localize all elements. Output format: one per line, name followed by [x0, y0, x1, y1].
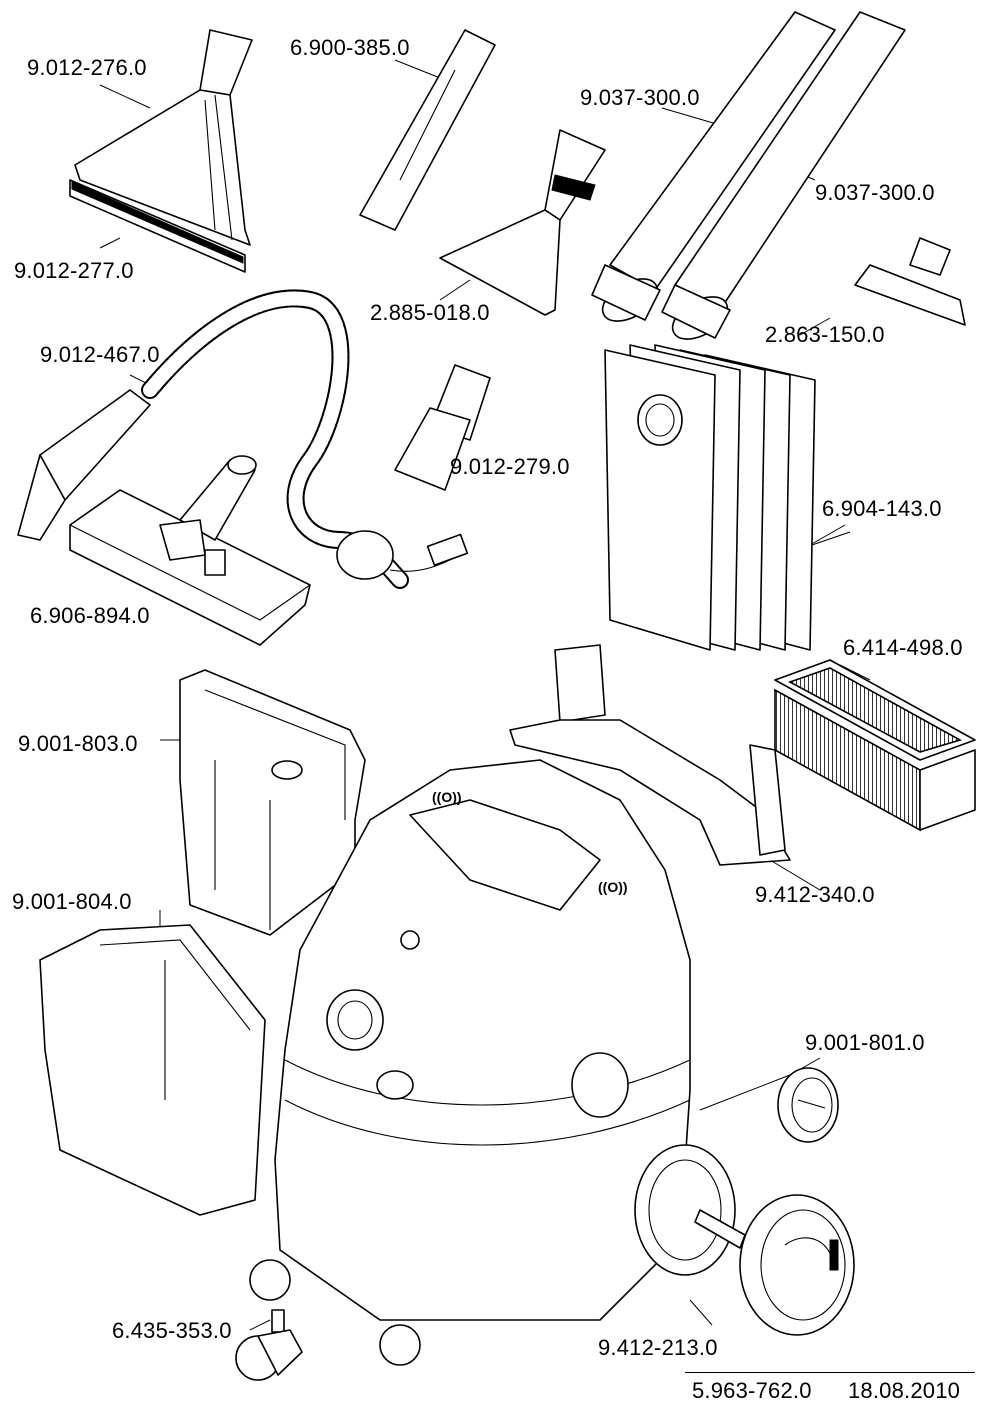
container-insert-bottom-drawing — [39, 924, 266, 1216]
suction-tubes-drawing — [591, 11, 906, 340]
flat-pleated-filter-drawing — [774, 659, 976, 832]
castor-wheel-drawing — [235, 1309, 303, 1381]
wheel-cap-drawing — [777, 1067, 839, 1143]
part-label: 6.906-894.0 — [30, 603, 150, 628]
floor-nozzle-drawing — [69, 455, 311, 646]
part-label: 6.900-385.0 — [290, 35, 410, 60]
part-label: 9.037-300.0 — [580, 85, 700, 110]
part-label: 6.904-143.0 — [822, 496, 942, 521]
upholstery-nozzle-2-drawing — [439, 129, 606, 316]
filter-bags-drawing — [604, 344, 851, 651]
part-label: 9.037-300.0 — [815, 180, 935, 205]
part-label: 9.001-804.0 — [12, 889, 132, 914]
rear-wheel-drawing — [739, 1194, 855, 1336]
footer-divider — [685, 1372, 975, 1373]
wet-nozzle-drawing — [854, 237, 966, 326]
vacuum-body-drawing: ((O)) ((O)) — [249, 759, 746, 1366]
part-label: 2.885-018.0 — [370, 300, 490, 325]
leader-lines — [99, 59, 871, 1331]
part-label: 9.412-340.0 — [755, 882, 875, 907]
upholstery-nozzle-drawing — [69, 29, 253, 273]
part-label: 6.414-498.0 — [843, 635, 963, 660]
suction-hose-drawing — [17, 289, 469, 589]
svg-text:((O)): ((O)) — [432, 789, 462, 805]
part-label: 9.012-279.0 — [450, 454, 570, 479]
part-label: 9.012-467.0 — [40, 342, 160, 367]
drawing-date: 18.08.2010 — [848, 1378, 961, 1403]
crevice-nozzle-drawing — [359, 29, 496, 231]
part-label: 9.001-801.0 — [805, 1030, 925, 1055]
svg-text:((O)): ((O)) — [598, 879, 628, 895]
part-label: 9.012-276.0 — [27, 55, 147, 80]
part-label: 9.012-277.0 — [14, 258, 134, 283]
part-label: 9.412-213.0 — [598, 1335, 718, 1360]
adapter-sleeve-drawing — [394, 364, 491, 491]
accessory-holder-drawing — [509, 644, 791, 866]
part-label: 6.435-353.0 — [112, 1318, 232, 1343]
container-insert-top-drawing — [179, 669, 366, 936]
part-label: 2.863-150.0 — [765, 322, 885, 347]
drawing-number: 5.963-762.0 — [692, 1378, 812, 1403]
part-label: 9.001-803.0 — [18, 731, 138, 756]
